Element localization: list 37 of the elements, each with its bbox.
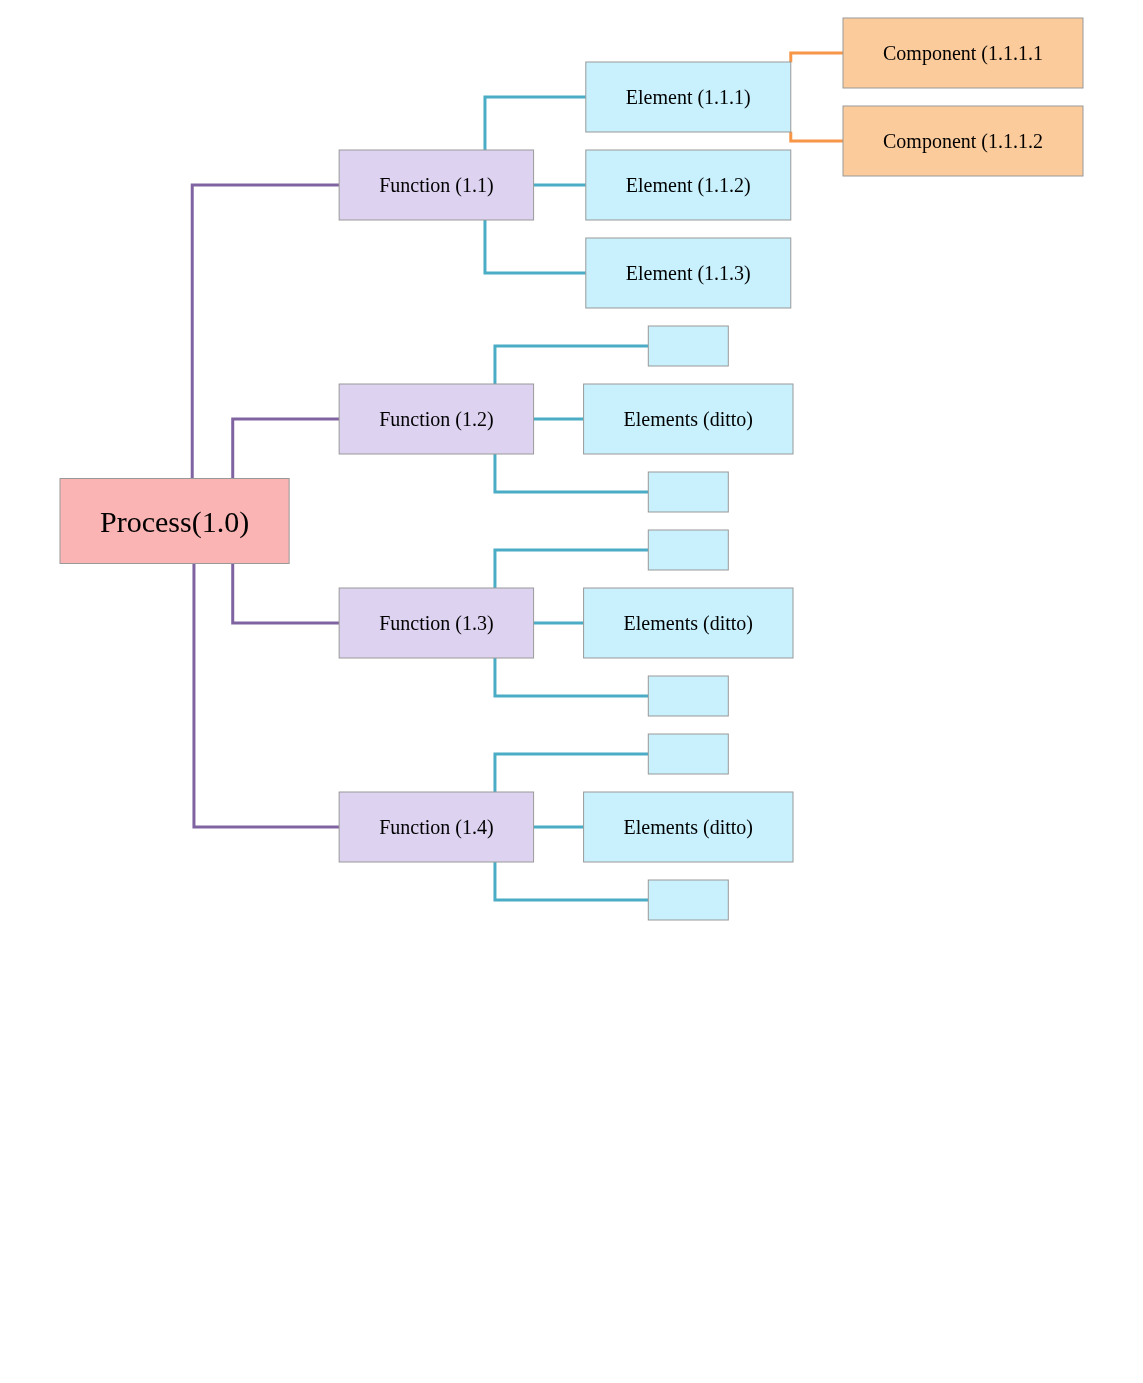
connector bbox=[493, 862, 649, 902]
node-box bbox=[647, 675, 729, 717]
node-box: Elements (ditto) bbox=[583, 791, 794, 863]
connector bbox=[532, 183, 586, 187]
connector bbox=[493, 548, 649, 588]
node-box: Function (1.3) bbox=[338, 587, 535, 659]
node-box bbox=[647, 879, 729, 921]
node-box: Process(1.0) bbox=[59, 478, 290, 564]
connector bbox=[532, 417, 584, 421]
connector bbox=[483, 95, 586, 150]
node-box bbox=[647, 529, 729, 571]
node-box: Element (1.1.3) bbox=[585, 237, 792, 309]
connector bbox=[192, 563, 340, 829]
node-box: Function (1.2) bbox=[338, 383, 535, 455]
connector bbox=[789, 131, 843, 143]
node-box bbox=[647, 325, 729, 367]
connector bbox=[493, 752, 649, 792]
node-box: Component (1.1.1.1 bbox=[842, 17, 1084, 89]
connector bbox=[532, 825, 584, 829]
node-box bbox=[647, 733, 729, 775]
connector bbox=[483, 220, 586, 275]
node-box: Function (1.1) bbox=[338, 149, 535, 221]
node-box bbox=[647, 471, 729, 513]
node-box: Elements (ditto) bbox=[583, 383, 794, 455]
connector bbox=[789, 51, 843, 63]
connector bbox=[493, 344, 649, 384]
node-box: Function (1.4) bbox=[338, 791, 535, 863]
connector bbox=[493, 658, 649, 698]
connector bbox=[493, 454, 649, 494]
connector bbox=[190, 183, 340, 479]
node-box: Element (1.1.2) bbox=[585, 149, 792, 221]
node-box: Element (1.1.1) bbox=[585, 61, 792, 133]
connector bbox=[532, 621, 584, 625]
node-box: Elements (ditto) bbox=[583, 587, 794, 659]
connector bbox=[231, 563, 340, 625]
connector bbox=[231, 417, 340, 479]
node-box: Component (1.1.1.2 bbox=[842, 105, 1084, 177]
